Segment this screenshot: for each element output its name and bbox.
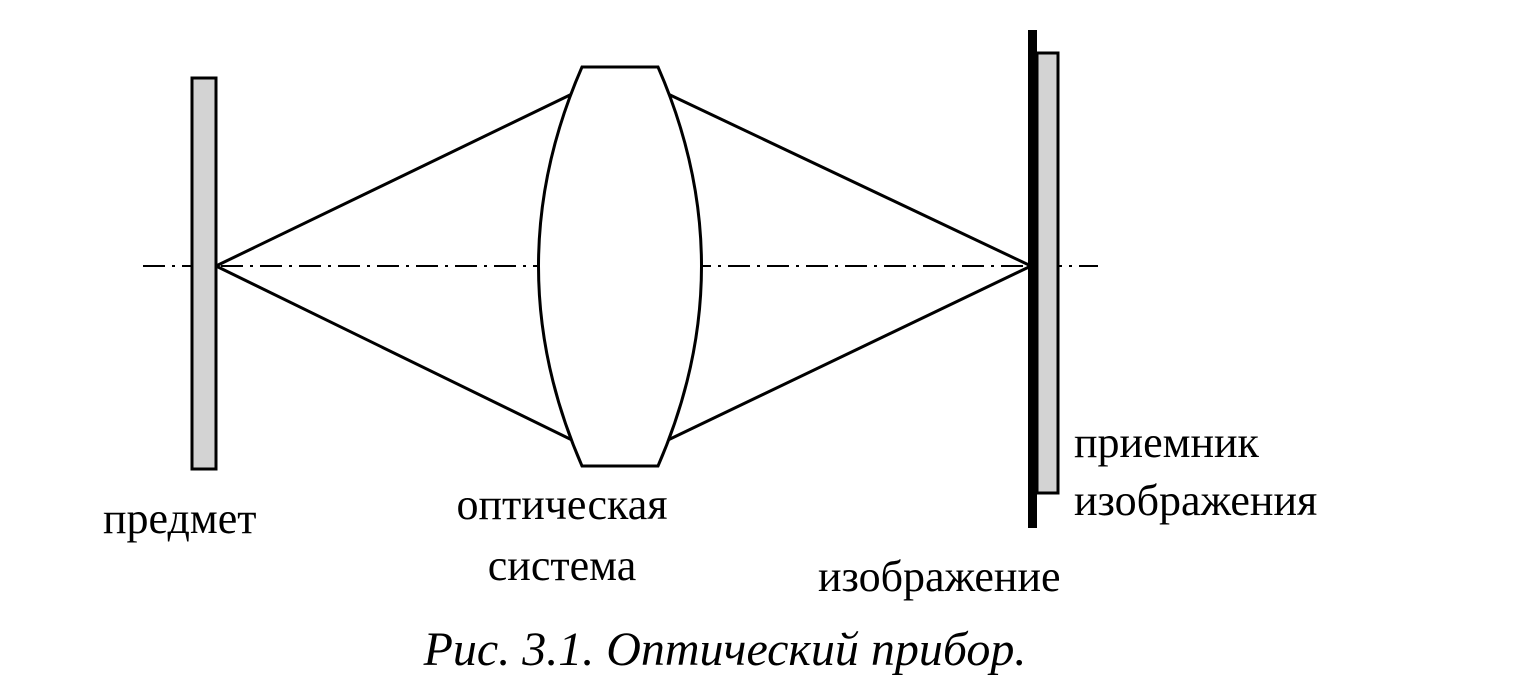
- optical-system-label-line1: оптическая: [456, 480, 667, 529]
- image-label: изображение: [818, 552, 1061, 601]
- image-receiver-plate: [1035, 51, 1060, 495]
- ray-upper-right: [667, 92, 1032, 268]
- receiver-label-line2: изображения: [1074, 476, 1317, 525]
- image-plane: [1028, 30, 1037, 528]
- ray-lower-left: [215, 264, 573, 442]
- optical-system-label-line2: система: [488, 541, 636, 590]
- lens: [537, 65, 703, 468]
- figure-caption: Рис. 3.1. Оптический прибор.: [423, 623, 1027, 676]
- ray-upper-left: [215, 92, 573, 268]
- object-label: предмет: [103, 494, 256, 543]
- object-plate: [190, 76, 218, 471]
- ray-lower-right: [667, 264, 1032, 442]
- receiver-label-line1: приемник: [1074, 418, 1260, 467]
